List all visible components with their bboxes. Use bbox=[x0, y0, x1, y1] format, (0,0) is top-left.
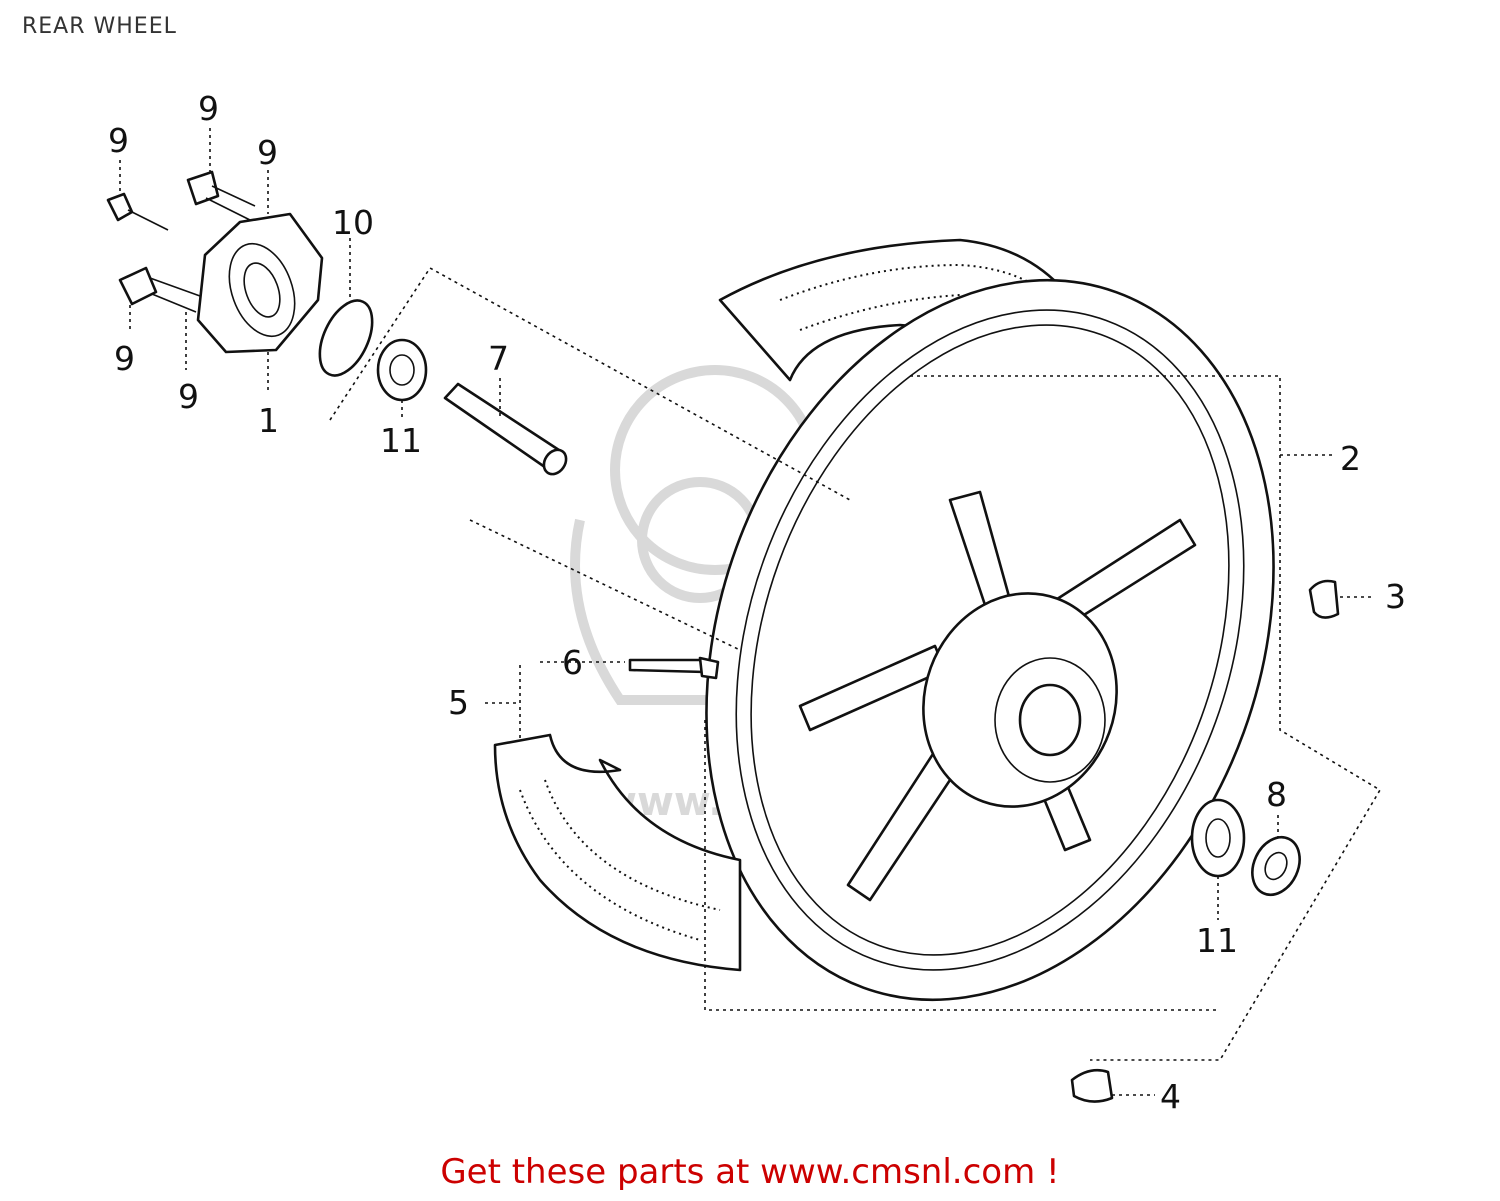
callout-9c: 9 bbox=[257, 133, 278, 172]
valve-icon bbox=[628, 656, 720, 680]
footer-cta-link[interactable]: Get these parts at www.cmsnl.com ! bbox=[440, 1152, 1060, 1192]
callout-10: 10 bbox=[332, 203, 374, 242]
bolt-icon bbox=[186, 170, 256, 221]
callout-6: 6 bbox=[562, 643, 583, 682]
bolt-icon bbox=[118, 266, 201, 313]
callout-9b: 9 bbox=[198, 89, 219, 128]
callout-5: 5 bbox=[448, 683, 469, 722]
balance-weight-icon bbox=[1070, 1068, 1114, 1103]
callout-9a: 9 bbox=[108, 121, 129, 160]
callout-4: 4 bbox=[1160, 1077, 1181, 1116]
bearing-icon bbox=[376, 338, 428, 402]
callout-1: 1 bbox=[258, 401, 279, 440]
callout-11a: 11 bbox=[380, 421, 422, 460]
page-title: REAR WHEEL bbox=[22, 14, 177, 39]
spacer-icon bbox=[443, 382, 568, 476]
callout-3: 3 bbox=[1385, 577, 1406, 616]
bolt-icon bbox=[106, 192, 169, 231]
tire-icon bbox=[493, 733, 742, 972]
leader-lines bbox=[119, 128, 1382, 1096]
collar-icon bbox=[1251, 835, 1301, 897]
balance-weight-icon bbox=[1308, 579, 1340, 619]
bearing-icon bbox=[1190, 798, 1246, 878]
callout-11b: 11 bbox=[1196, 921, 1238, 960]
o-ring-icon bbox=[318, 299, 374, 377]
callout-9d: 9 bbox=[114, 339, 135, 378]
callout-7: 7 bbox=[488, 339, 509, 378]
cast-wheel-icon bbox=[705, 278, 1275, 1002]
callout-9e: 9 bbox=[178, 377, 199, 416]
callout-2: 2 bbox=[1340, 439, 1361, 478]
hub-flange-icon bbox=[196, 212, 324, 354]
callout-8: 8 bbox=[1266, 775, 1287, 814]
